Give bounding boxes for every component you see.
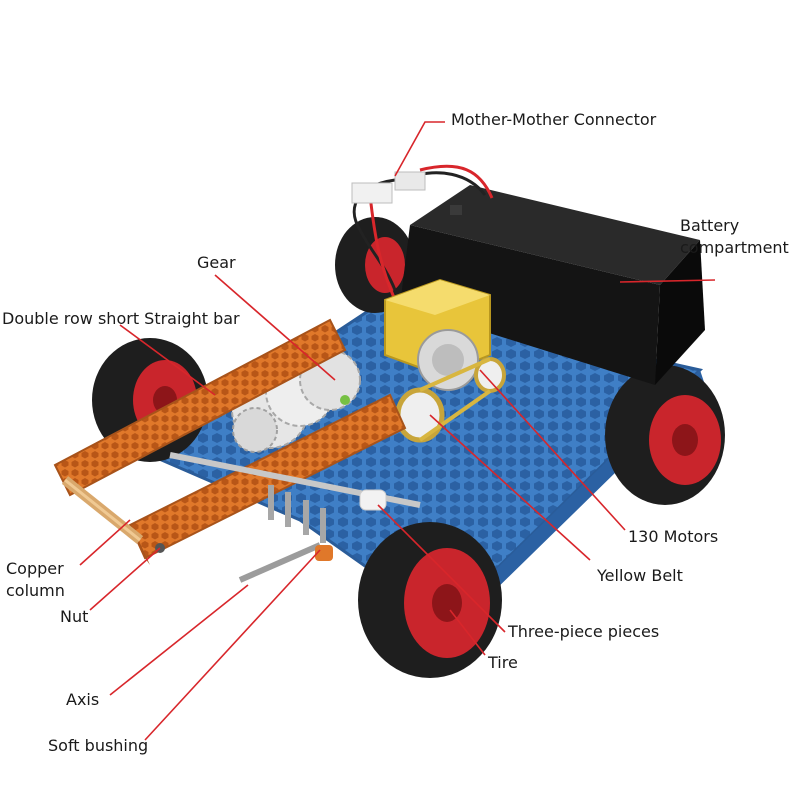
battery-compartment — [400, 185, 705, 385]
soft-bushing-group — [268, 485, 387, 561]
wheel-front-left — [358, 522, 502, 678]
label-130-motors: 130 Motors — [628, 527, 719, 546]
label-soft-bushing: Soft bushing — [48, 736, 149, 755]
label-mother-connector: Mother-Mother Connector — [451, 110, 657, 129]
label-tire: Tire — [488, 653, 518, 672]
label-nut: Nut — [60, 607, 89, 626]
leader-copper — [79, 519, 131, 566]
leader-axis — [109, 584, 249, 696]
leader-tire — [449, 609, 486, 656]
label-straight-bar: Double row short Straight bar — [2, 309, 240, 328]
wheel-front-right — [605, 365, 725, 505]
leader-lines — [79, 121, 716, 741]
leader-battery — [619, 279, 716, 283]
leader-straight-bar — [119, 324, 216, 396]
label-copper-column: Copper column — [6, 559, 65, 600]
leader-gear — [214, 274, 336, 381]
label-gear: Gear — [197, 253, 236, 272]
leader-yellow-belt — [429, 414, 591, 561]
leader-nut — [89, 547, 161, 611]
leader-mother-connector — [394, 121, 445, 177]
label-yellow-belt: Yellow Belt — [597, 566, 683, 585]
label-three-piece: Three-piece pieces — [508, 622, 660, 641]
leader-three-piece — [377, 504, 506, 633]
leader-motors — [479, 369, 626, 531]
motor-130 — [384, 278, 491, 391]
mother-connector — [351, 164, 494, 301]
label-axis: Axis — [66, 690, 100, 709]
label-battery-compartment: Battery compartment — [680, 216, 789, 257]
yellow-belt — [395, 357, 506, 443]
leader-soft-bushing — [144, 549, 321, 741]
